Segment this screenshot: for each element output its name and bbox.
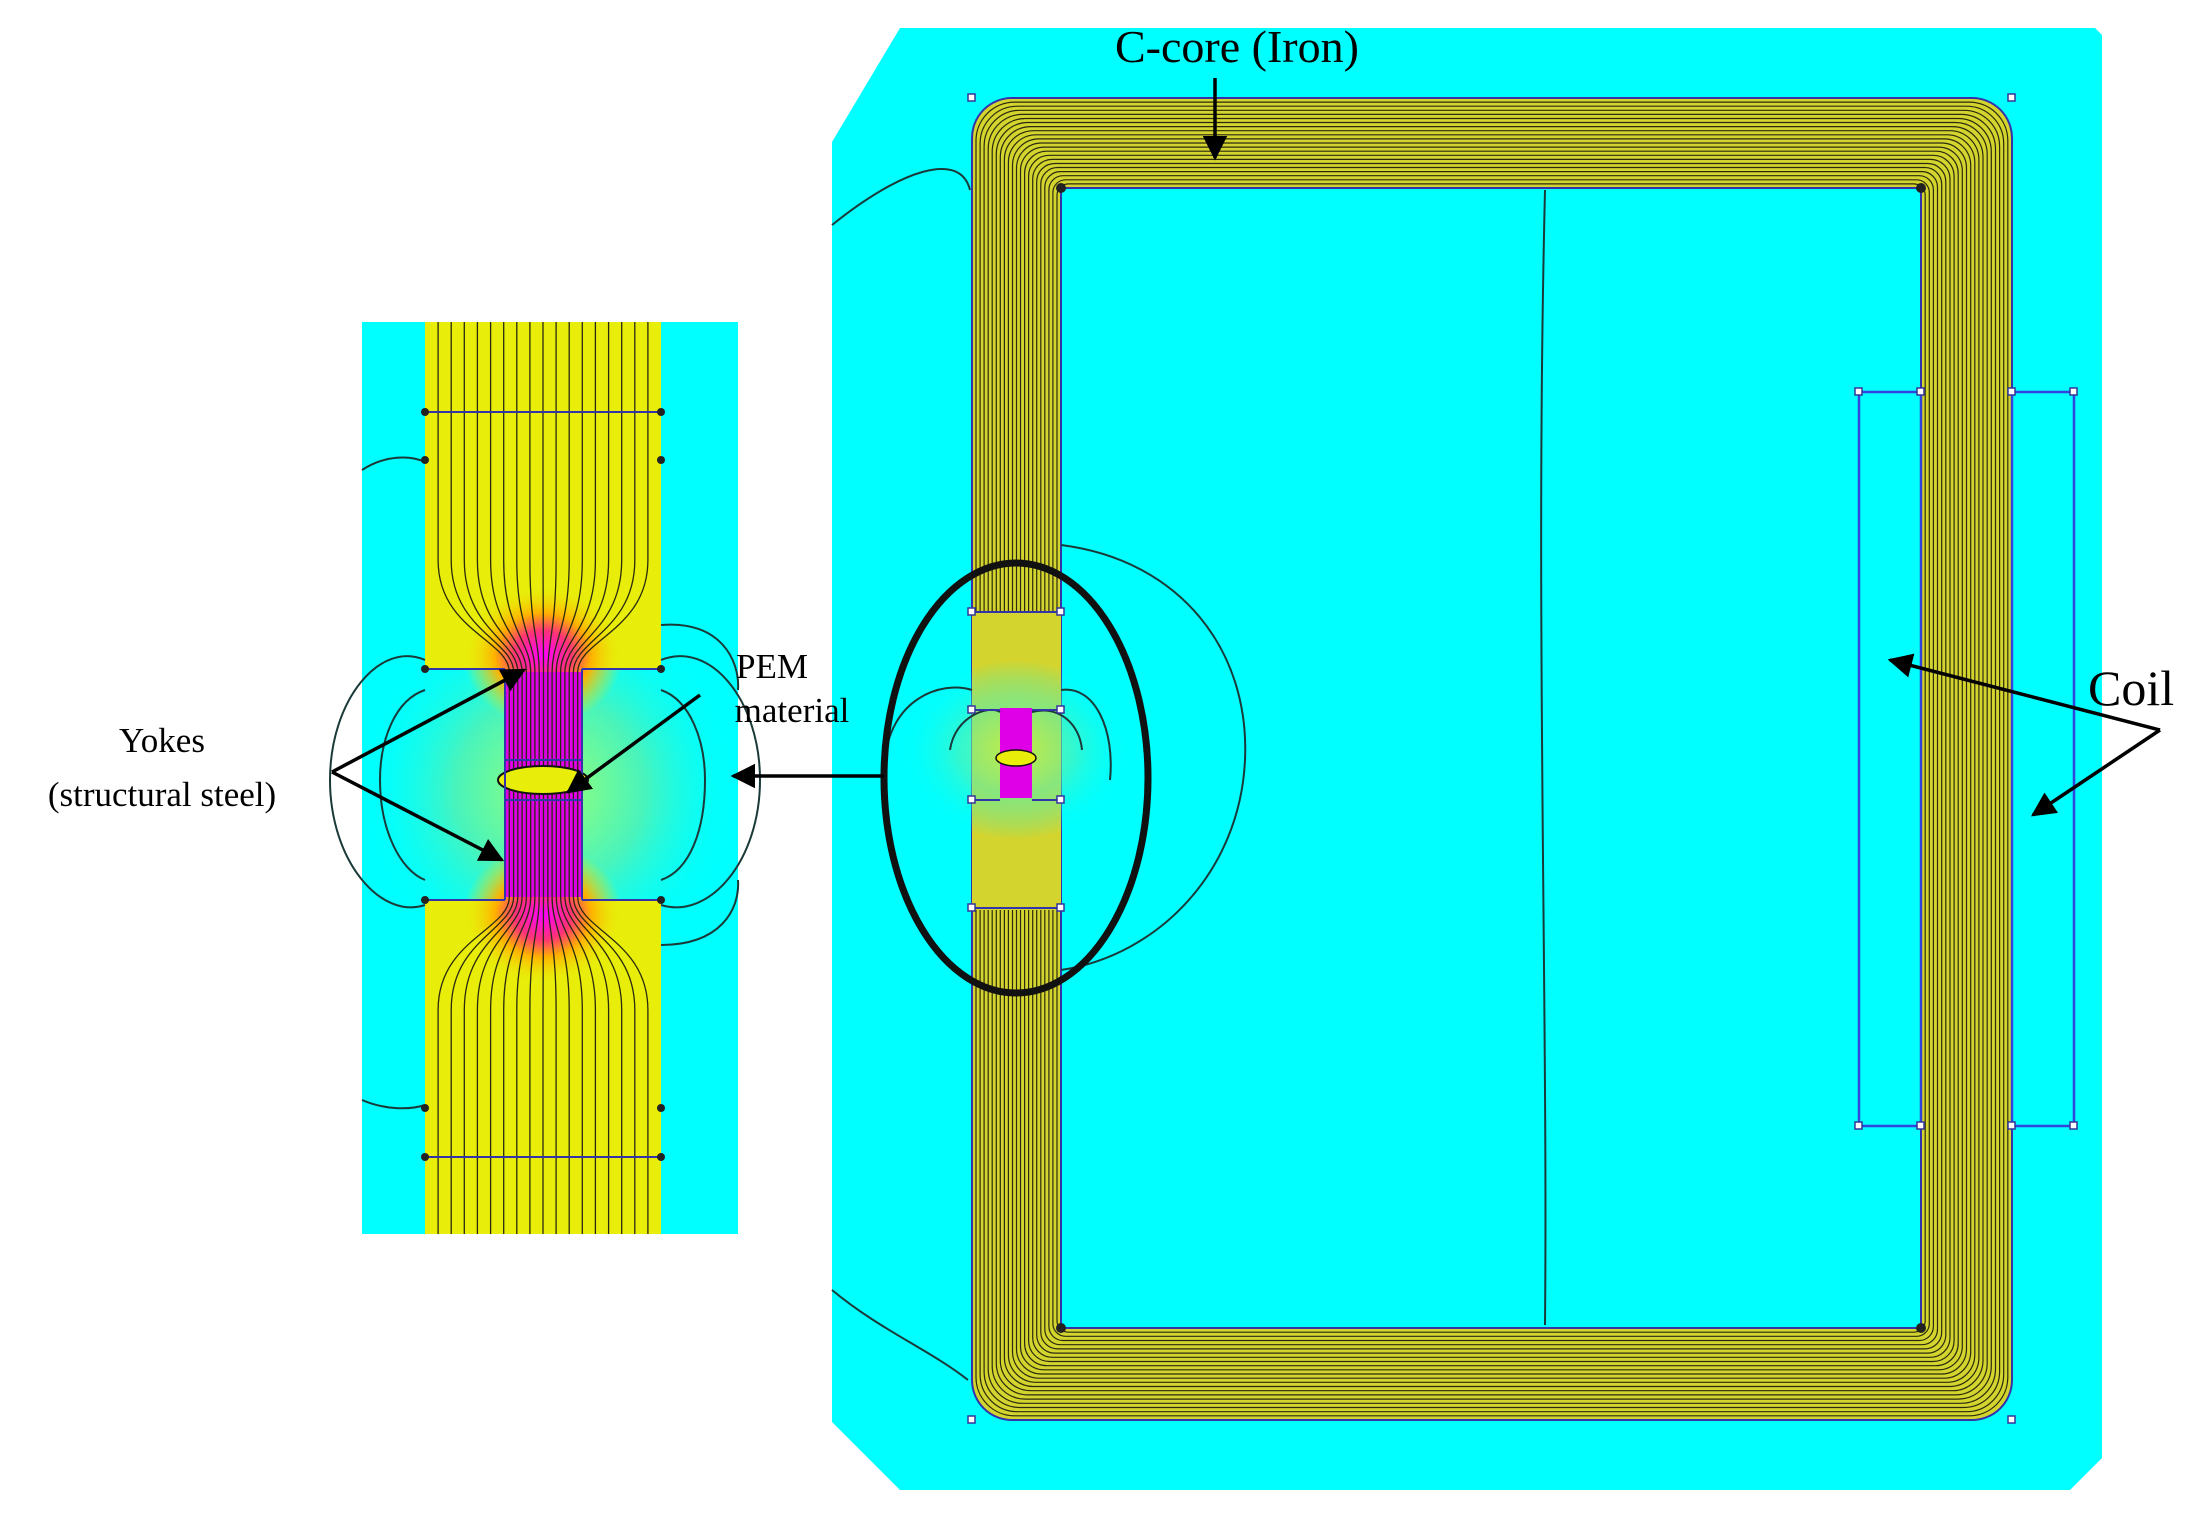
pem-sample	[497, 765, 589, 795]
mesh-nodes	[967, 93, 2016, 1424]
c-core-window	[1060, 187, 1922, 1329]
yokes-arrow-lower	[331, 770, 505, 862]
yokes-label-line1: Yokes	[119, 721, 205, 760]
coil-arrow-right	[2030, 728, 2161, 817]
coil-arrow-left	[1887, 653, 2161, 732]
pem-arrow	[566, 693, 702, 794]
coil-label: Coil	[2088, 660, 2174, 716]
pem-label-line2: material	[735, 691, 850, 730]
annotations: C-core (Iron) Yokes (structural steel) P…	[48, 21, 2174, 862]
gap-region-small	[884, 611, 1131, 910]
zoom-inset	[328, 322, 762, 1234]
yokes-arrow-upper	[331, 668, 527, 774]
c-core-label: C-core (Iron)	[1115, 21, 1359, 72]
pem-label-line1: PEM	[736, 647, 808, 686]
window-corner-nodes	[1056, 183, 1926, 1333]
coil-rectangles	[1854, 387, 2078, 1130]
c-core-simulation	[831, 28, 2102, 1490]
zoom-highlight-ellipse	[880, 559, 1152, 997]
yokes-label-line2: (structural steel)	[48, 775, 276, 814]
